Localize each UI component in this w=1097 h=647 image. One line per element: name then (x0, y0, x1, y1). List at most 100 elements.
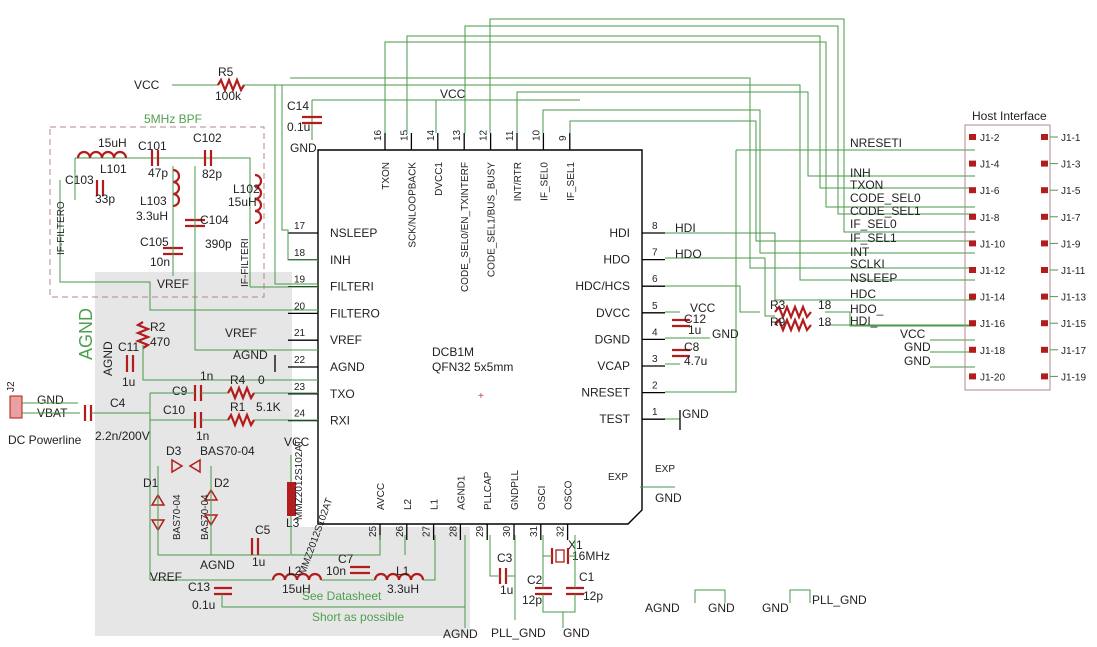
pin-name: VREF (330, 333, 362, 347)
pin-number: 15 (399, 129, 410, 141)
r3-val: 18 (818, 298, 832, 312)
x1-val: 16MHz (572, 549, 610, 563)
pin-name: CODE_SEL1/BUS_BUSY (487, 162, 498, 277)
host-net-label: INH (850, 166, 871, 180)
dgnd-gnd-label: GND (712, 327, 739, 341)
host-pin-mark (1041, 213, 1048, 220)
l103-ref: L103 (140, 194, 167, 208)
c10-ref: C10 (163, 403, 185, 417)
host-net-label: IF_SEL1 (850, 231, 897, 245)
pin-name: PLLCAP (483, 471, 494, 510)
c2-val: 12p (522, 593, 542, 607)
host-pin-mark (969, 213, 976, 220)
c3-ref: C3 (497, 551, 513, 565)
host-pin-label: J1-11 (1061, 266, 1086, 277)
host-pin-mark (1041, 346, 1048, 353)
host-title: Host Interface (972, 109, 1047, 123)
pin-name: INH (330, 253, 351, 267)
r4-ref: R4 (230, 373, 246, 387)
c11-ref: C11 (118, 340, 139, 354)
r5-val: 100k (215, 89, 242, 103)
host-pin-mark (1041, 134, 1048, 140)
r1-ref: R1 (230, 400, 246, 414)
ic-package: QFN32 5x5mm (432, 360, 513, 374)
host-pins: J1-2J1-4J1-6J1-8J1-10J1-12J1-14J1-16J1-1… (969, 133, 1086, 383)
pin-number: 4 (652, 327, 658, 338)
host-power-label: VCC (900, 327, 926, 341)
pin-name: AVCC (376, 483, 387, 510)
l103-val: 3.3uH (136, 209, 168, 223)
c1-val: 12p (583, 589, 603, 603)
pin-name: DVCC (596, 306, 630, 320)
pin-number: 12 (479, 129, 490, 141)
host-pin-mark (1041, 320, 1048, 327)
pin-name: NRESET (581, 386, 630, 400)
ic-bottom-pins: 25AVCC26L227L128AGND129PLLCAP30GNDPLL31O… (368, 470, 575, 540)
l102-inductor (254, 173, 263, 225)
pin-name: CODE_SEL0/EN_TXINTERF (460, 162, 471, 292)
r2-resistor (135, 321, 151, 349)
l2-val: 15uH (282, 582, 311, 596)
host-pin-mark (969, 293, 976, 300)
c10-val: 1n (196, 429, 209, 443)
pin-name: VCAP (597, 359, 630, 373)
c2-ref: C2 (527, 573, 543, 587)
c8-ref: C8 (684, 340, 700, 354)
pin-number: 10 (531, 129, 542, 141)
d2-ref: D2 (214, 476, 230, 490)
l2-ref: L2 (288, 564, 302, 578)
host-pin-label: J1-9 (1061, 239, 1081, 250)
host-pin-label: J1-12 (980, 266, 1005, 277)
c14-gnd-label: GND (290, 141, 317, 155)
pin-number: 7 (652, 248, 658, 259)
agnd-bottom-label: AGND (443, 627, 478, 641)
host-pin-label: J1-1 (1061, 133, 1081, 144)
legend-agnd: AGND (645, 601, 680, 615)
host-net-label: INT (850, 245, 870, 259)
host-net-label: SCLKI (850, 257, 885, 271)
host-pin-label: J1-15 (1061, 319, 1086, 330)
pin-name: L2 (403, 498, 414, 510)
d3-val: BAS70-04 (200, 444, 255, 458)
host-pin-label: J1-13 (1061, 293, 1086, 304)
c101-val: 47p (148, 166, 168, 180)
hdo-net-label: HDO (675, 247, 702, 261)
host-pin-label: J1-3 (1061, 160, 1081, 171)
short-possible-label: Short as possible (312, 610, 404, 624)
pin-number: 18 (294, 248, 306, 259)
ic-top-pins: 16TXON15SCK/NLOOPBACK14DVCC113CODE_SEL0/… (373, 129, 577, 292)
exp-net-label: EXP (655, 464, 675, 475)
c9-val: 1n (200, 369, 213, 383)
host-pin-mark (969, 373, 976, 380)
pin-name: AGND1 (456, 475, 467, 510)
host-pin-label: J1-10 (980, 239, 1005, 250)
c13-val: 0.1u (192, 598, 215, 612)
pin-number: 3 (652, 354, 658, 365)
pin-number: 25 (368, 525, 379, 537)
x1-ref: X1 (568, 538, 583, 552)
dc-powerline-label: DC Powerline (8, 433, 82, 447)
pin-number: 31 (529, 525, 540, 537)
pin-name: GNDPLL (510, 470, 521, 510)
pin-name: TXO (330, 387, 355, 401)
diode-agnd-label: AGND (200, 558, 235, 572)
pin-number: 2 (652, 381, 658, 392)
host-pin-label: J1-4 (980, 160, 1000, 171)
l1-val: 3.3uH (387, 582, 419, 596)
ic-exp-pin: EXP (608, 472, 628, 483)
host-pin-label: J1-16 (980, 319, 1005, 330)
host-nets: NRESETIINHTXONCODE_SEL0CODE_SEL1IF_SEL0I… (850, 136, 931, 368)
pin-number: 21 (294, 328, 306, 339)
c12-ref: C12 (684, 312, 706, 326)
r9-resistor (774, 317, 812, 333)
host-pin-label: J1-6 (980, 186, 1000, 197)
l3-val: MMZ2012S102AT (294, 440, 305, 520)
j2-connector (9, 395, 23, 419)
pin-name: INT/RTR (513, 162, 524, 201)
c5-ref: C5 (255, 523, 271, 537)
host-pin-mark (969, 240, 976, 247)
host-connector-body (964, 124, 1051, 391)
agnd-area-label: AGND (76, 308, 96, 360)
